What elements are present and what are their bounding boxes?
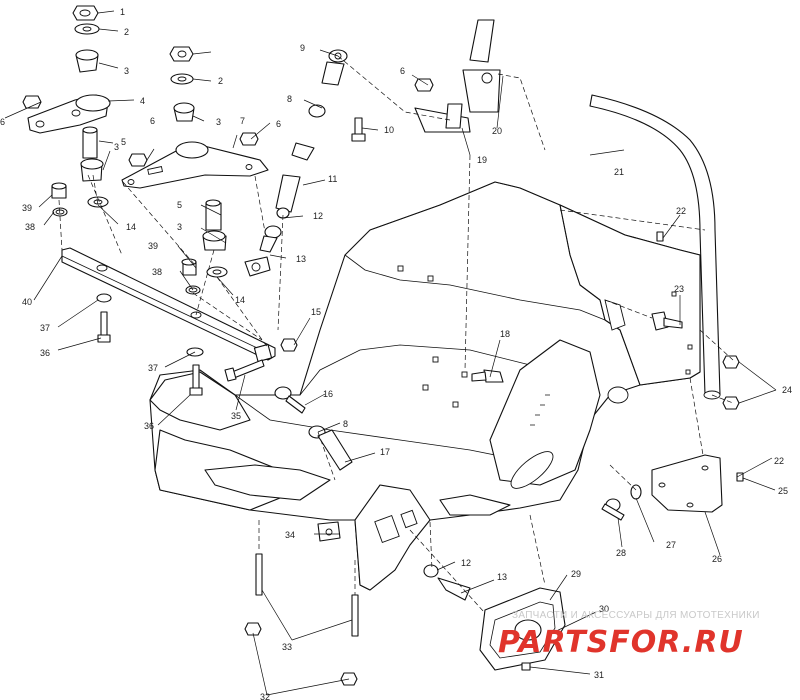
callout-23: 23 — [674, 284, 684, 294]
callout-3: 3 — [216, 117, 221, 127]
callout-13: 13 — [497, 572, 507, 582]
callout-12: 12 — [313, 211, 323, 221]
callout-labels: 1 2 3 4 6 5 3 39 38 14 2 6 3 7 6 5 3 39 … — [0, 7, 792, 700]
callout-9: 9 — [300, 43, 305, 53]
callout-36: 36 — [40, 348, 50, 358]
callout-27: 27 — [666, 540, 676, 550]
callout-35: 35 — [231, 411, 241, 421]
watermark-brand: PARTSFOR.RU — [498, 625, 744, 660]
watermark: ЗАПЧАСТИ И АКСЕССУАРЫ ДЛЯ МОТОТЕХНИКИ PA… — [498, 610, 760, 660]
frame-chassis — [149, 181, 701, 591]
callout-6: 6 — [276, 119, 281, 129]
callout-12: 12 — [461, 558, 471, 568]
callout-11: 11 — [328, 174, 337, 184]
callout-6: 6 — [150, 116, 155, 126]
callout-40: 40 — [22, 297, 32, 307]
callout-32: 32 — [260, 692, 270, 700]
callout-10: 10 — [384, 125, 394, 135]
handlebar-tube-part-21 — [589, 94, 721, 400]
callout-8: 8 — [287, 94, 292, 104]
callout-19: 19 — [477, 155, 487, 165]
callout-3: 3 — [177, 222, 182, 232]
callout-24: 24 — [782, 385, 792, 395]
callout-37: 37 — [148, 363, 158, 373]
tie-bar-part-40 — [61, 247, 276, 382]
steering-arm-part-4 — [27, 94, 111, 134]
callout-37: 37 — [40, 323, 50, 333]
callout-3: 3 — [114, 142, 119, 152]
mid-hardware — [274, 338, 504, 471]
callout-28: 28 — [616, 548, 626, 558]
watermark-caption: ЗАПЧАСТИ И АКСЕССУАРЫ ДЛЯ МОТОТЕХНИКИ — [512, 610, 760, 621]
callout-6: 6 — [400, 66, 405, 76]
callout-17: 17 — [380, 447, 390, 457]
callout-2: 2 — [124, 27, 129, 37]
callout-6: 6 — [0, 117, 5, 127]
callout-30: 30 — [599, 604, 609, 614]
steering-arm-part-7 — [121, 141, 269, 189]
callout-15: 15 — [311, 307, 321, 317]
callout-20: 20 — [492, 126, 502, 136]
hardware-left-stack — [51, 5, 109, 217]
callout-5: 5 — [177, 200, 182, 210]
callout-18: 18 — [500, 329, 510, 339]
callout-31: 31 — [594, 670, 604, 680]
callout-5: 5 — [121, 137, 126, 147]
callout-14: 14 — [126, 222, 136, 232]
watermark-brand-right: FOR.RU — [609, 625, 744, 660]
callout-38: 38 — [152, 267, 162, 277]
callout-8: 8 — [343, 419, 348, 429]
callout-39: 39 — [148, 241, 158, 251]
callout-26: 26 — [712, 554, 722, 564]
leader-lines — [4, 10, 777, 696]
callout-1: 1 — [120, 7, 125, 17]
callout-36: 36 — [144, 421, 154, 431]
watermark-brand-left: PARTS — [498, 625, 609, 660]
callout-22: 22 — [676, 206, 686, 216]
callout-39: 39 — [22, 203, 32, 213]
callout-7: 7 — [240, 116, 245, 126]
right-hardware — [601, 231, 744, 521]
callout-38: 38 — [25, 222, 35, 232]
callout-13: 13 — [296, 254, 306, 264]
callout-34: 34 — [285, 530, 295, 540]
callout-25: 25 — [778, 486, 788, 496]
callout-16: 16 — [323, 389, 333, 399]
callout-21: 21 — [614, 167, 624, 177]
steering-post-upper — [414, 19, 501, 133]
callout-4: 4 — [140, 96, 145, 106]
callout-2: 2 — [218, 76, 223, 86]
callout-33: 33 — [282, 642, 292, 652]
callout-29: 29 — [571, 569, 581, 579]
callout-22: 22 — [774, 456, 784, 466]
callout-14: 14 — [235, 295, 245, 305]
lower-hardware — [244, 521, 566, 686]
bolts-36-37 — [96, 293, 204, 396]
callout-3: 3 — [124, 66, 129, 76]
